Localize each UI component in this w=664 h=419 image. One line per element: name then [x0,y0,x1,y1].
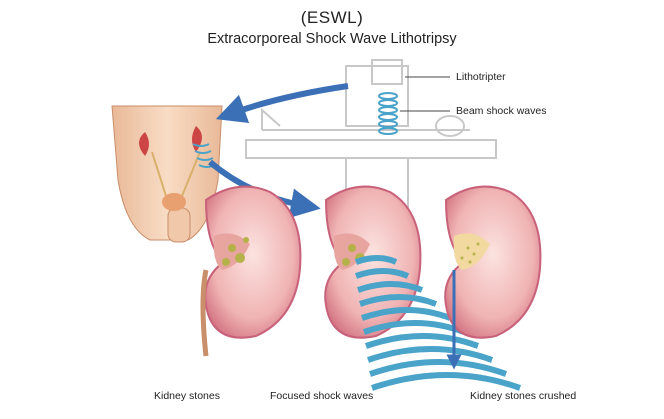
arrow-machine-to-torso [215,83,349,124]
kidney-with-stones [200,185,302,357]
beam-shock-waves-label: Beam shock waves [456,105,547,117]
lithotripter-label: Lithotripter [456,71,506,83]
kidney-stones-crushed [444,185,542,370]
beam-shock-waves [378,92,398,135]
caption-kidney-stones-crushed: Kidney stones crushed [470,390,577,402]
diagram-subtitle: Extracorporeal Shock Wave Lithotripsy [207,31,457,47]
caption-kidney-stones: Kidney stones [154,390,220,402]
caption-focused-shock-waves: Focused shock waves [270,390,374,402]
diagram-title: (ESWL) [300,8,364,27]
focused-shock-wave-fan [354,255,522,391]
torso-illustration [111,105,223,243]
